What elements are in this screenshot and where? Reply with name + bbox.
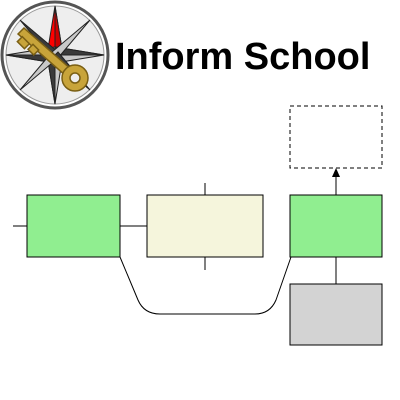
key-bow-hole xyxy=(69,72,81,84)
block-top-dashed xyxy=(289,105,383,169)
connector-left-to-right-curve xyxy=(119,256,292,315)
key-tooth-2 xyxy=(26,43,40,57)
key-icon xyxy=(16,26,89,92)
key-tooth-1 xyxy=(16,35,31,50)
block-bottom-gray xyxy=(289,283,383,346)
arrowhead-up-icon xyxy=(332,168,340,177)
brand-title: Inform School xyxy=(115,36,370,78)
block-middle-beige xyxy=(146,194,264,258)
compass-star-key-logo xyxy=(0,0,110,110)
block-right-green xyxy=(289,194,383,258)
flow-diagram xyxy=(13,105,383,346)
block-left-green xyxy=(26,194,121,258)
